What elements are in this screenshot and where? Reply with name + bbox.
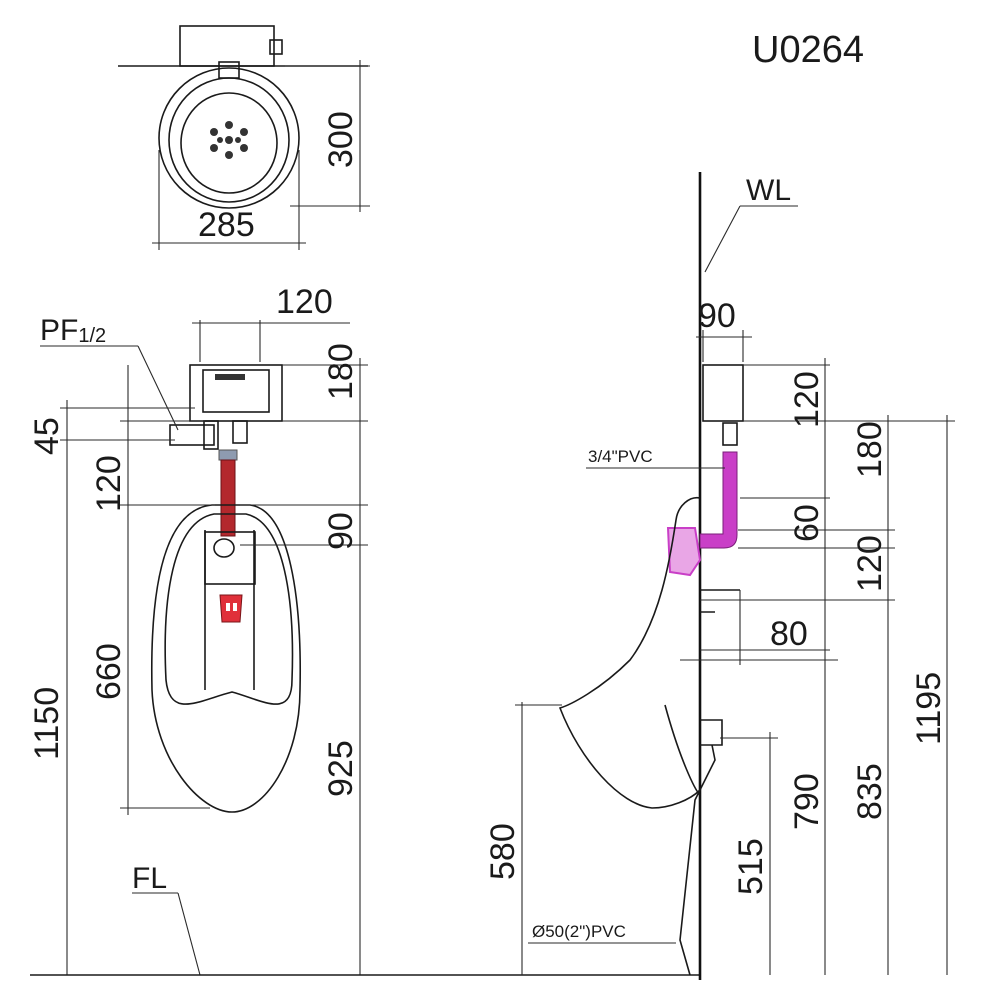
front-strainer-icon (219, 594, 243, 623)
dim-285-label: 285 (198, 206, 255, 244)
front-stop-valve (232, 420, 248, 444)
dim-580-label: 580 (484, 823, 522, 880)
dim-45-label: 45 (28, 417, 66, 455)
dim-300-label: 300 (322, 111, 360, 168)
pf-label: PF1/2 (40, 314, 106, 347)
front-strainer-slot-right (233, 603, 237, 611)
top-view-spud (218, 61, 240, 79)
pvc-inlet-label: 3/4"PVC (588, 447, 653, 466)
dim-120-pipe-label: 120 (90, 455, 128, 512)
dim-835-label: 835 (851, 763, 889, 820)
top-view-outer-rim (158, 67, 300, 209)
top-view-drain-icon (210, 121, 248, 159)
front-pipe-coupler (218, 449, 238, 461)
model-number: U0264 (752, 29, 864, 71)
front-strainer-slot-left (226, 603, 230, 611)
dim-925-label: 925 (322, 740, 360, 797)
wl-leader-diagonal (704, 205, 741, 273)
dim-side-120-spud-label: 120 (851, 535, 889, 592)
side-flush-pipe (699, 451, 738, 549)
dim-180-box-label: 180 (322, 343, 360, 400)
dim-90-spud-label: 90 (322, 512, 360, 550)
front-flush-panel (202, 369, 270, 413)
dim-790-label: 790 (788, 773, 826, 830)
front-bowl-opening (164, 513, 294, 705)
top-view-flush-knob (269, 39, 283, 55)
dim-90-label: 90 (698, 297, 736, 335)
dim-120-box-label: 120 (276, 283, 333, 321)
dim-side-120-box-label: 120 (788, 371, 826, 428)
front-view: PF1/2 120 180 90 925 45 120 660 1150 FL (28, 283, 368, 976)
top-view-flush-box (179, 25, 275, 67)
fl-label: FL (132, 862, 167, 895)
side-bracket (700, 589, 740, 613)
dim-1195-label: 1195 (910, 672, 948, 745)
front-flush-pipe (220, 459, 236, 537)
top-view: 300 285 (118, 25, 370, 250)
side-flush-box (702, 364, 744, 422)
side-stop-valve (722, 422, 738, 446)
front-pf-fitting (169, 424, 215, 446)
dim-515-label: 515 (732, 838, 770, 895)
front-spud-inlet (213, 538, 235, 558)
dim-60-label: 60 (788, 504, 826, 542)
front-pf-valve (203, 420, 219, 450)
side-urinal-profile (558, 496, 701, 809)
side-view: WL 90 3/4"PVC Ø50(2")PVC (484, 172, 955, 980)
dim-660-label: 660 (90, 643, 128, 700)
front-urinal-body (150, 504, 302, 813)
dim-80-label: 80 (770, 615, 808, 653)
side-spud-connector (666, 527, 702, 577)
fl-leader-diagonal (177, 892, 201, 976)
pvc-outlet-label: Ø50(2")PVC (532, 922, 626, 941)
side-drain-line (679, 744, 716, 976)
dim-1150-label: 1150 (28, 687, 66, 760)
pf-leader-diagonal (137, 345, 179, 431)
dim-180-pipe-label: 180 (851, 421, 889, 478)
wl-label: WL (746, 174, 791, 207)
top-view-bowl (180, 92, 278, 194)
front-spud-area (204, 531, 256, 585)
front-sensor-window (215, 374, 245, 380)
